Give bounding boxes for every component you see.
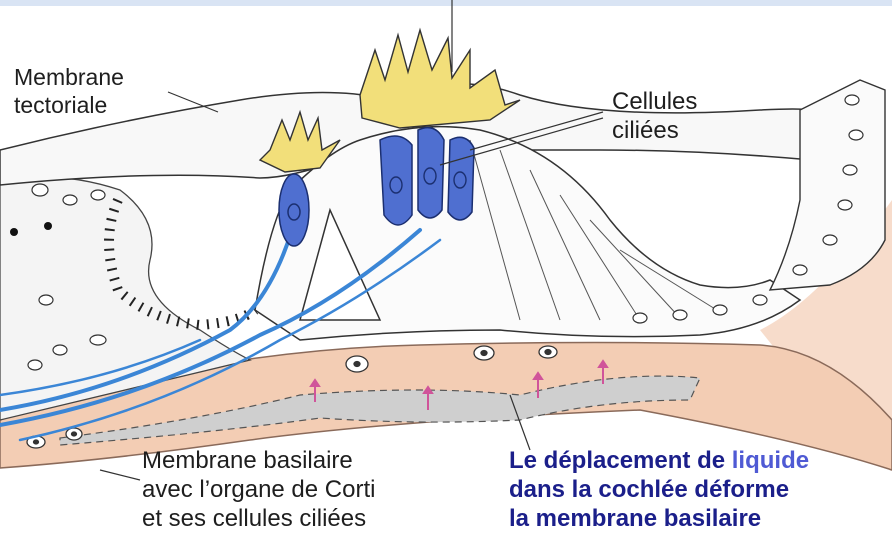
caption-deformation: Le déplacement de liquide dans la cochlé… <box>509 447 809 533</box>
caption-line-3: la membrane basilaire <box>509 505 809 534</box>
label-cellules-ciliees: Cellules ciliées <box>612 88 697 146</box>
label-line: et ses cellules ciliées <box>142 505 375 534</box>
label-line: Membrane basilaire <box>142 447 375 476</box>
top-strip <box>0 0 892 6</box>
label-line: Membrane <box>14 64 124 92</box>
outer-hair-cells <box>380 128 474 225</box>
caption-line-1: Le déplacement de liquide <box>509 447 809 476</box>
caption-highlight: liquide <box>732 447 809 474</box>
inner-hair-cell <box>279 174 309 246</box>
caption-text: Le déplacement de <box>509 447 732 474</box>
label-line: avec l’organe de Corti <box>142 476 375 505</box>
label-line: tectoriale <box>14 92 124 120</box>
stereocilia-outer <box>360 0 520 128</box>
caption-line-2: dans la cochlée déforme <box>509 476 809 505</box>
label-membrane-basilaire: Membrane basilaire avec l’organe de Cort… <box>142 447 375 533</box>
label-line: ciliées <box>612 117 697 146</box>
label-membrane-tectoriale: Membrane tectoriale <box>14 64 124 119</box>
label-line: Cellules <box>612 88 697 117</box>
